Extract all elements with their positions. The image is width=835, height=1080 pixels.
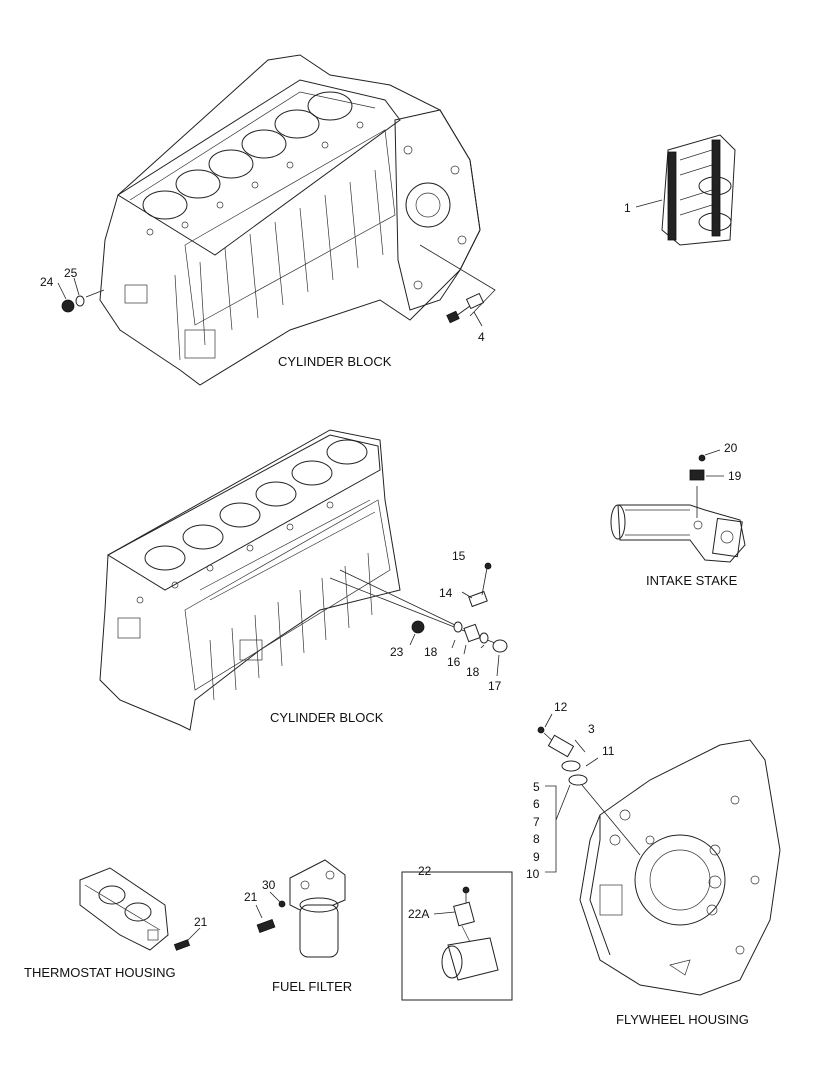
caption-cylinder-block-top: CYLINDER BLOCK xyxy=(278,354,392,369)
callout-22: 22 xyxy=(418,864,432,878)
callout-8: 8 xyxy=(533,832,540,846)
callout-7: 7 xyxy=(533,815,540,829)
callout-22A: 22A xyxy=(408,907,429,921)
callout-17: 17 xyxy=(488,679,502,693)
callout-18-b: 18 xyxy=(466,665,480,679)
callout-4: 4 xyxy=(478,330,485,344)
callout-11: 11 xyxy=(602,744,615,758)
callout-12: 12 xyxy=(554,700,568,714)
callout-23: 23 xyxy=(390,645,404,659)
callout-9: 9 xyxy=(533,850,540,864)
callout-10: 10 xyxy=(526,867,540,881)
cylinder-block-top-illustration xyxy=(99,54,481,386)
intake-stake-illustration xyxy=(610,449,746,563)
callout-30: 30 xyxy=(262,878,276,892)
thermostat-housing-illustration xyxy=(79,867,201,951)
callout-21-fuel-filter: 21 xyxy=(244,890,258,904)
flywheel-housing-illustration xyxy=(579,739,781,996)
plug-nut-24 xyxy=(57,277,105,313)
callout-14: 14 xyxy=(439,586,453,600)
caption-flywheel-housing: FLYWHEEL HOUSING xyxy=(616,1012,749,1027)
sensor-assembly-14-18 xyxy=(329,562,508,677)
caption-cylinder-block-mid: CYLINDER BLOCK xyxy=(270,710,384,725)
callout-3: 3 xyxy=(588,722,595,736)
callout-15: 15 xyxy=(452,549,466,563)
callout-18-a: 18 xyxy=(424,645,438,659)
callout-6: 6 xyxy=(533,797,540,811)
callout-5: 5 xyxy=(533,780,540,794)
callout-1: 1 xyxy=(624,201,631,215)
callout-25: 25 xyxy=(64,266,78,280)
sensor-part-4 xyxy=(419,244,496,327)
sensor-assembly-3-12 xyxy=(537,713,641,873)
callout-16: 16 xyxy=(447,655,461,669)
part-22-box xyxy=(401,871,513,1001)
caption-thermostat-housing: THERMOSTAT HOUSING xyxy=(24,965,176,980)
callout-20: 20 xyxy=(724,441,738,455)
callout-24: 24 xyxy=(40,275,54,289)
ecu-part-1 xyxy=(635,134,736,246)
fuel-filter-illustration xyxy=(255,859,346,958)
caption-fuel-filter: FUEL FILTER xyxy=(272,979,352,994)
caption-intake-stake: INTAKE STAKE xyxy=(646,573,738,588)
callout-19: 19 xyxy=(728,469,742,483)
cylinder-block-mid-illustration xyxy=(99,429,401,731)
callout-21-thermostat: 21 xyxy=(194,915,208,929)
